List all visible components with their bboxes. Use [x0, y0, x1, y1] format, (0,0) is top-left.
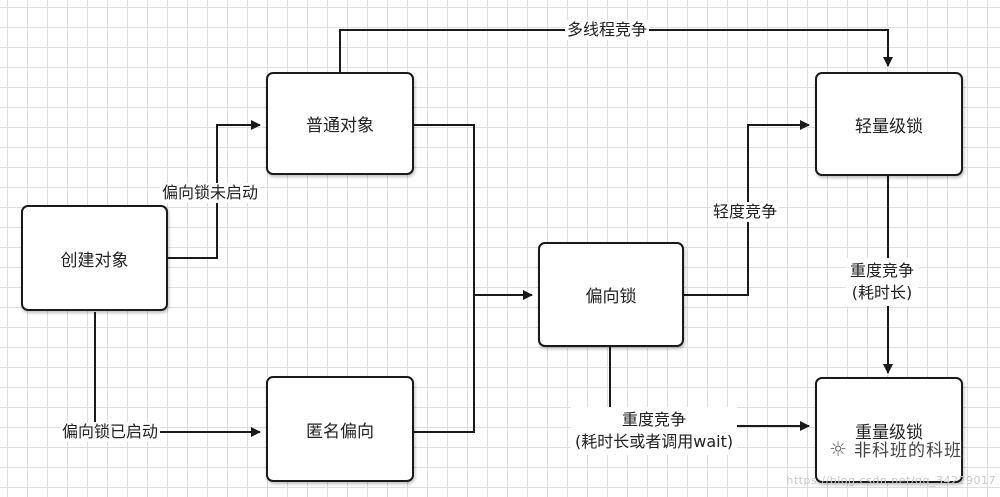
node-create-object[interactable]: 创建对象	[21, 205, 168, 311]
node-normal-object[interactable]: 普通对象	[266, 72, 414, 175]
edge-normal-to-merge	[414, 124, 475, 433]
watermark: ☼ 非科班的科班	[829, 436, 962, 462]
node-label: 匿名偏向	[306, 421, 374, 442]
edge-bias-enabled	[94, 312, 261, 437]
wechat-icon: ☼	[829, 436, 848, 461]
edge-label-heavy-wait: 重度竞争 (耗时长或者调用wait)	[571, 407, 738, 455]
node-label: 普通对象	[306, 116, 374, 136]
edge-label-line: 重度竞争	[622, 410, 687, 429]
edge-label-light-contention: 轻度竞争	[711, 202, 780, 222]
edge-label-line: (耗时长或者调用wait)	[575, 432, 734, 451]
node-lightweight-lock[interactable]: 轻量级锁	[815, 72, 963, 176]
watermark-brand: 非科班的科班	[854, 441, 962, 461]
edge-label-line: (耗时长)	[851, 283, 913, 302]
node-biased-lock[interactable]: 偏向锁	[538, 242, 684, 347]
edge-label-bias-enabled: 偏向锁已启动	[60, 422, 161, 442]
node-heavyweight-lock[interactable]: 重量级锁	[815, 377, 963, 483]
edge-label-multi-thread: 多线程竞争	[565, 20, 650, 40]
node-label: 偏向锁	[585, 287, 637, 307]
edge-label-bias-not-enabled: 偏向锁未启动	[160, 183, 261, 203]
edge-label-heavy-contention: 重度竞争 (耗时长)	[846, 258, 919, 306]
node-label: 轻量级锁	[855, 116, 923, 137]
watermark-url: https://blog.csdn.net/qq_34229017	[786, 474, 996, 487]
node-anonymous-biased[interactable]: 匿名偏向	[266, 376, 414, 482]
edge-label-line: 重度竞争	[850, 261, 915, 280]
node-label: 重量级锁	[855, 422, 923, 443]
node-label: 创建对象	[60, 250, 129, 271]
